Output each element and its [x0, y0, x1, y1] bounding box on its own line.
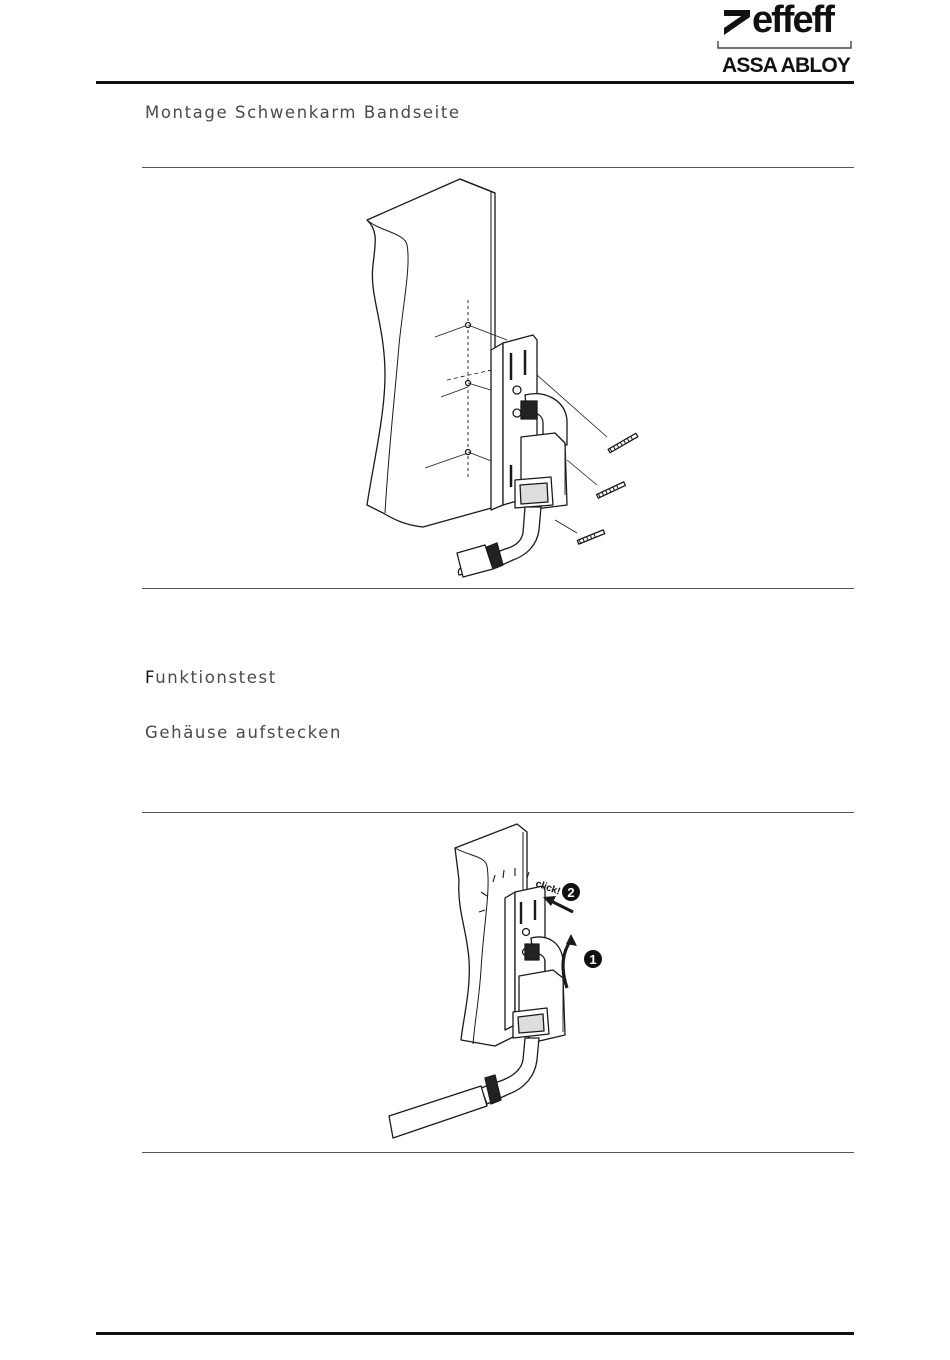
- figure1-top-rule: [142, 167, 854, 168]
- section-title-function-test: Funktionstest: [145, 668, 277, 687]
- figure2-top-rule: [142, 812, 854, 813]
- header-divider: [96, 81, 854, 84]
- brand-bracket: [717, 40, 857, 54]
- brand-group-name: ASSA ABLOY: [722, 55, 850, 77]
- brand-name: effeff: [752, 0, 833, 40]
- function-test-initial: F: [145, 668, 155, 687]
- figure1-bottom-rule: [142, 588, 854, 589]
- mounting-illustration: [355, 175, 655, 580]
- housing-illustration: click! 2 1: [385, 820, 625, 1140]
- figure2-bottom-rule: [142, 1152, 854, 1153]
- step-1-number: 1: [589, 952, 596, 967]
- section-title-housing: Gehäuse aufstecken: [145, 723, 342, 742]
- section-title-mounting: Montage Schwenkarm Bandseite: [145, 103, 461, 122]
- step-2-number: 2: [567, 885, 574, 900]
- footer-divider: [96, 1332, 854, 1335]
- function-test-rest: unktionstest: [155, 668, 277, 687]
- effeff-logo-mark-icon: [722, 4, 752, 38]
